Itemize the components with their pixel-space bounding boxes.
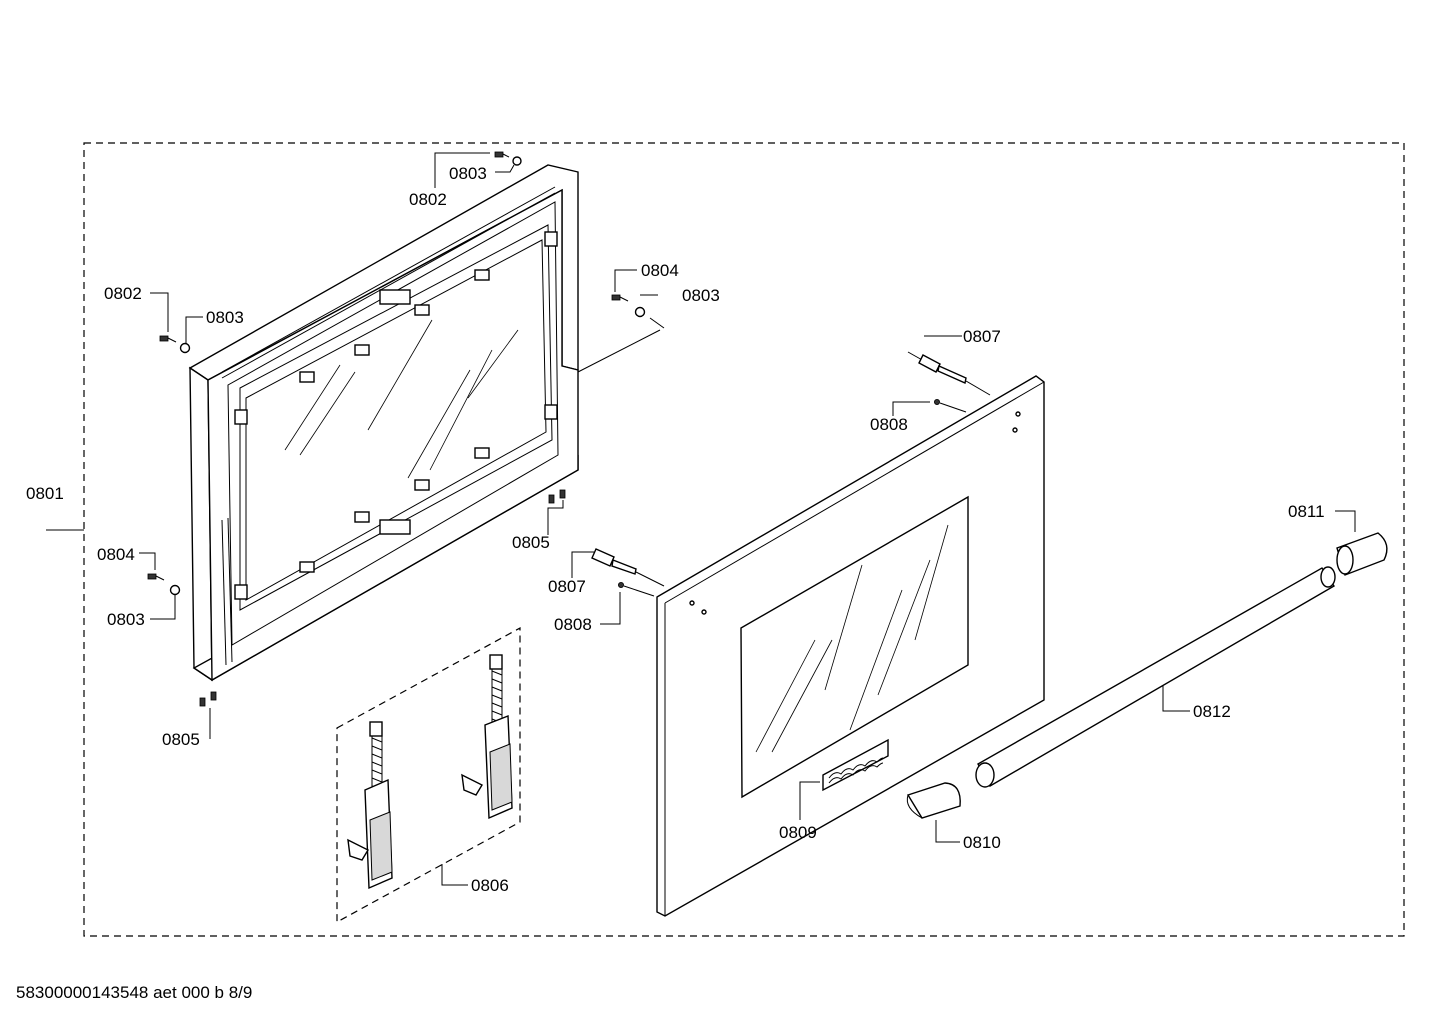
callout-0805-right: 0805 [512,533,550,552]
pin-0807-mid [591,548,665,587]
screw-0804-right [577,294,665,373]
callout-0809: 0809 [779,823,817,842]
hinge-group-boundary [336,626,521,924]
screw-0805-lower [199,691,217,707]
callout-0807-mid: 0807 [548,577,586,596]
callout-0804-left: 0804 [97,545,135,564]
screw-0804-left [147,573,181,596]
callout-0808-top: 0808 [870,415,908,434]
screw-0808-mid [618,582,655,597]
callout-0803-left: 0803 [206,308,244,327]
callout-0811: 0811 [1288,502,1325,521]
callout-0803-top: 0803 [449,164,487,183]
outer-door-panel [656,375,1045,917]
callout-0810: 0810 [963,833,1001,852]
callout-0807-top: 0807 [963,327,1001,346]
callout-0803-right: 0803 [682,286,720,305]
callout-0801: 0801 [26,484,64,503]
assembly-boundary [83,142,1405,937]
document-reference: 58300000143548 aet 000 b 8/9 [16,983,252,1002]
callout-0812: 0812 [1193,702,1231,721]
screw-0808-top [934,398,967,413]
handle-rod-0812 [975,566,1336,788]
callout-0805-lower: 0805 [162,730,200,749]
hinge-right [461,654,513,820]
screw-0802-left [159,335,191,354]
callout-0803-lower: 0803 [107,610,145,629]
callout-0802-top: 0802 [409,190,447,209]
screw-0805-right [548,489,566,504]
leader-lines [46,152,1356,886]
hinge-left [347,721,393,890]
inner-door-frame [188,164,579,682]
callout-0806: 0806 [471,876,509,895]
pin-0807-top [907,351,991,396]
badge-0809 [822,738,889,792]
end-cap-0810 [906,782,961,819]
callout-0804-right: 0804 [641,261,679,280]
end-cap-0811 [1336,532,1388,576]
callout-0802-left: 0802 [104,284,142,303]
callout-0808-mid: 0808 [554,615,592,634]
screw-0803-top [494,151,522,166]
